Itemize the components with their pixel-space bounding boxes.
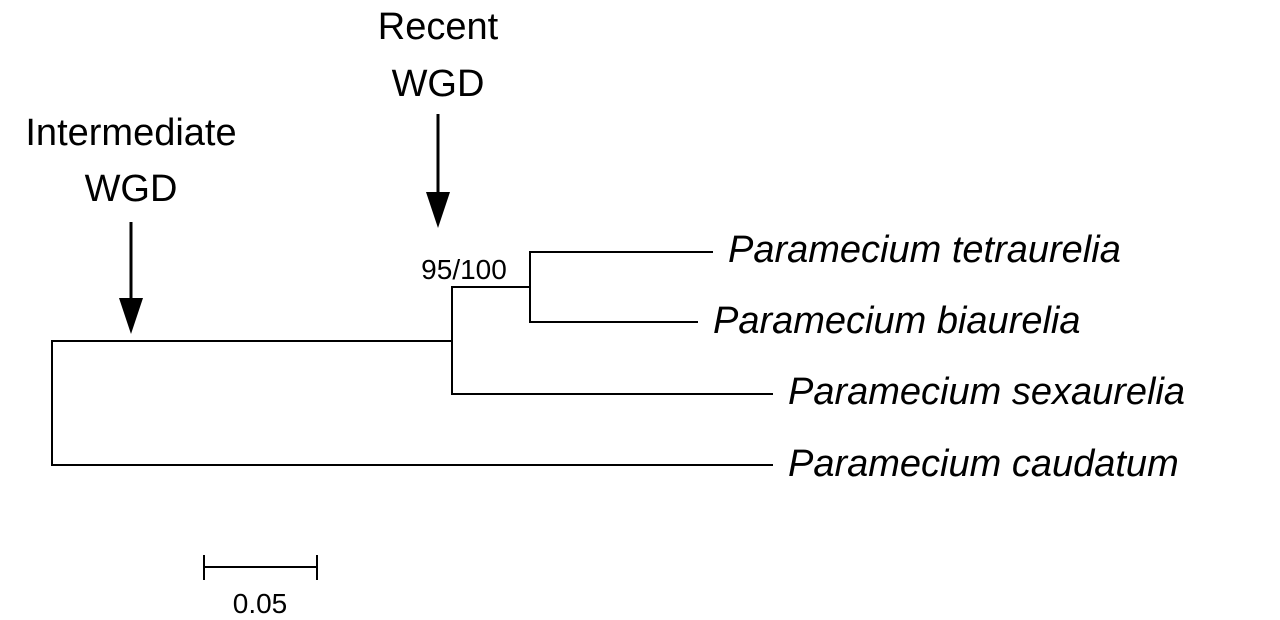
taxon-label-biaurelia: Paramecium biaurelia [713, 300, 1081, 342]
recent-wgd-label-line2: WGD [392, 63, 485, 105]
taxon-label-caudatum: Paramecium caudatum [788, 443, 1179, 485]
intermediate-wgd-arrow-icon [119, 222, 143, 334]
intermediate-wgd-label-line1: Intermediate [25, 112, 236, 154]
recent-wgd-label-line1: Recent [378, 6, 499, 48]
scale-bar-label: 0.05 [233, 588, 288, 619]
taxon-label-sexaurelia: Paramecium sexaurelia [788, 371, 1185, 413]
taxon-label-tetraurelia: Paramecium tetraurelia [728, 229, 1121, 271]
intermediate-wgd-label-line2: WGD [85, 168, 178, 210]
scale-bar [203, 555, 318, 580]
recent-wgd-arrow-icon [426, 114, 450, 228]
support-value-label: 95/100 [421, 254, 507, 285]
